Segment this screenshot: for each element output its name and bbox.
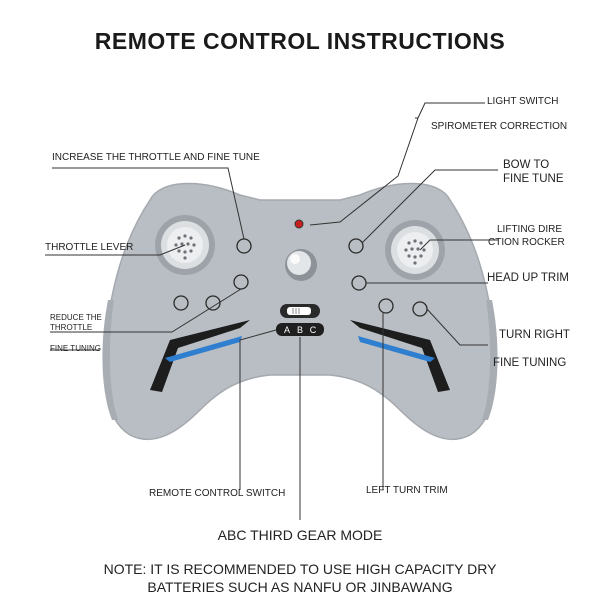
label-left-turn-trim: LEFT TURN TRIM [366,485,448,496]
switch-letter-b: B [297,325,303,335]
left-stripe-blue [165,336,242,362]
battery-note-line-2: BATTERIES SUCH AS NANFU OR JINBAWANG [147,579,453,595]
label-reduce-throttle-2: THROTTLE [50,323,93,332]
battery-note: NOTE: IT IS RECOMMENDED TO USE HIGH CAPA… [60,560,540,596]
battery-note-line-1: NOTE: IT IS RECOMMENDED TO USE HIGH CAPA… [103,561,497,577]
mode-caption: ABC THIRD GEAR MODE [217,527,383,543]
label-turn-right: TURN RIGHT [499,329,570,341]
label-reduce-throttle-1: REDUCE THE [50,313,102,322]
right-grip [482,300,498,420]
switch-letter-a: A [284,325,290,335]
label-throttle-lever: THROTTLE LEVER [45,242,134,253]
label-fine-tuning-right: FINE TUNING [493,357,567,369]
power-indicator [294,219,304,229]
right-joystick [385,220,445,280]
trim-button-left-2 [205,295,221,311]
label-spirometer-correction: SPIROMETER CORRECTION [431,121,568,132]
trim-button-left-turn [378,298,394,314]
trim-button-increase [236,238,252,254]
right-stripe-blue [358,336,435,362]
right-stripe-black [350,320,450,392]
left-trim-buttons [173,238,252,311]
trim-button-fine-left [233,274,249,290]
trim-button-reduce [173,295,189,311]
mode-switch [276,304,324,336]
trim-button-head-up [351,275,367,291]
label-head-up-trim: HEAD UP TRIM [487,272,570,284]
page-title: REMOTE CONTROL INSTRUCTIONS [94,28,506,54]
label-fine-tuning-left: FINE TUNING [50,344,101,353]
leader-lines [45,102,498,520]
label-increase-throttle: INCREASE THE THROTTLE AND FINE TUNE [52,152,260,163]
trim-button-bow [348,238,364,254]
left-stripe-black [150,320,250,392]
label-lifting-rocker-2: CTION ROCKER [488,237,565,248]
switch-letter-c: C [310,325,317,335]
left-grip [102,300,118,420]
label-remote-control-switch: REMOTE CONTROL SWITCH [149,488,286,499]
label-bow-fine-tune-2: FINE TUNE [503,173,564,185]
label-lifting-rocker-1: LIFTING DIRE [497,224,563,235]
label-bow-fine-tune-1: BOW TO [503,159,550,171]
trim-button-turn-right [412,301,428,317]
label-light-switch: LIGHT SWITCH [487,96,559,107]
